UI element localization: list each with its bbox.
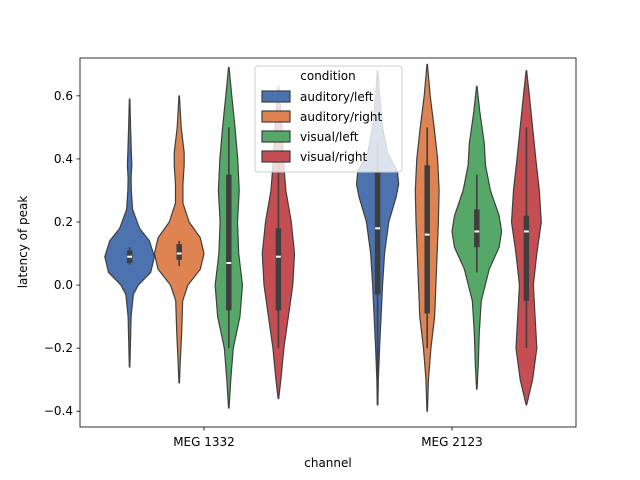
- violin-median: [176, 252, 182, 255]
- violin-median: [226, 262, 232, 264]
- x-axis: MEG 1332 MEG 2123: [173, 427, 483, 449]
- legend: condition auditory/left auditory/right vis…: [254, 65, 403, 173]
- plot-frame: [79, 57, 577, 428]
- violin-iqr-box: [474, 209, 480, 248]
- legend-label: visual/left: [300, 130, 359, 144]
- violin-iqr-box: [226, 174, 232, 311]
- violin-iqr-box: [275, 228, 282, 311]
- violin-body: [104, 98, 155, 368]
- violin-iqr-box: [374, 171, 381, 295]
- violin-median: [276, 255, 281, 258]
- legend-label: auditory/left: [300, 90, 374, 104]
- y-tick-label: 0.6: [54, 89, 73, 103]
- violin-median: [375, 227, 380, 230]
- violin-median: [127, 255, 132, 258]
- x-tick-label: MEG 1332: [173, 435, 235, 449]
- y-tick-label: 0.4: [54, 152, 73, 166]
- y-tick-label: −0.2: [44, 341, 73, 355]
- x-axis-label: channel: [304, 456, 351, 470]
- violin-iqr-box: [176, 244, 182, 260]
- legend-swatch: [261, 110, 291, 123]
- violin-median: [424, 233, 430, 236]
- violin-iqr-box: [424, 165, 430, 314]
- legend-swatch: [261, 150, 291, 163]
- violin-iqr-box: [523, 215, 530, 301]
- legend-swatch: [261, 130, 291, 143]
- y-tick-label: 0.0: [54, 278, 73, 292]
- y-tick-label: 0.2: [54, 215, 73, 229]
- y-axis-label: latency of peak: [16, 196, 30, 289]
- y-axis: −0.4 −0.2 0.0 0.2 0.4 0.6: [44, 89, 80, 418]
- legend-swatch: [261, 90, 291, 103]
- violin-body: [153, 95, 205, 384]
- y-tick-label: −0.4: [44, 404, 73, 418]
- violin-layer: [104, 63, 542, 412]
- legend-box: [254, 65, 403, 173]
- violin-median: [524, 230, 529, 233]
- legend-label: auditory/right: [300, 110, 383, 124]
- x-tick-label: MEG 2123: [421, 435, 483, 449]
- legend-title: condition: [300, 69, 355, 83]
- violin-median: [474, 230, 480, 233]
- legend-label: visual/right: [300, 150, 368, 164]
